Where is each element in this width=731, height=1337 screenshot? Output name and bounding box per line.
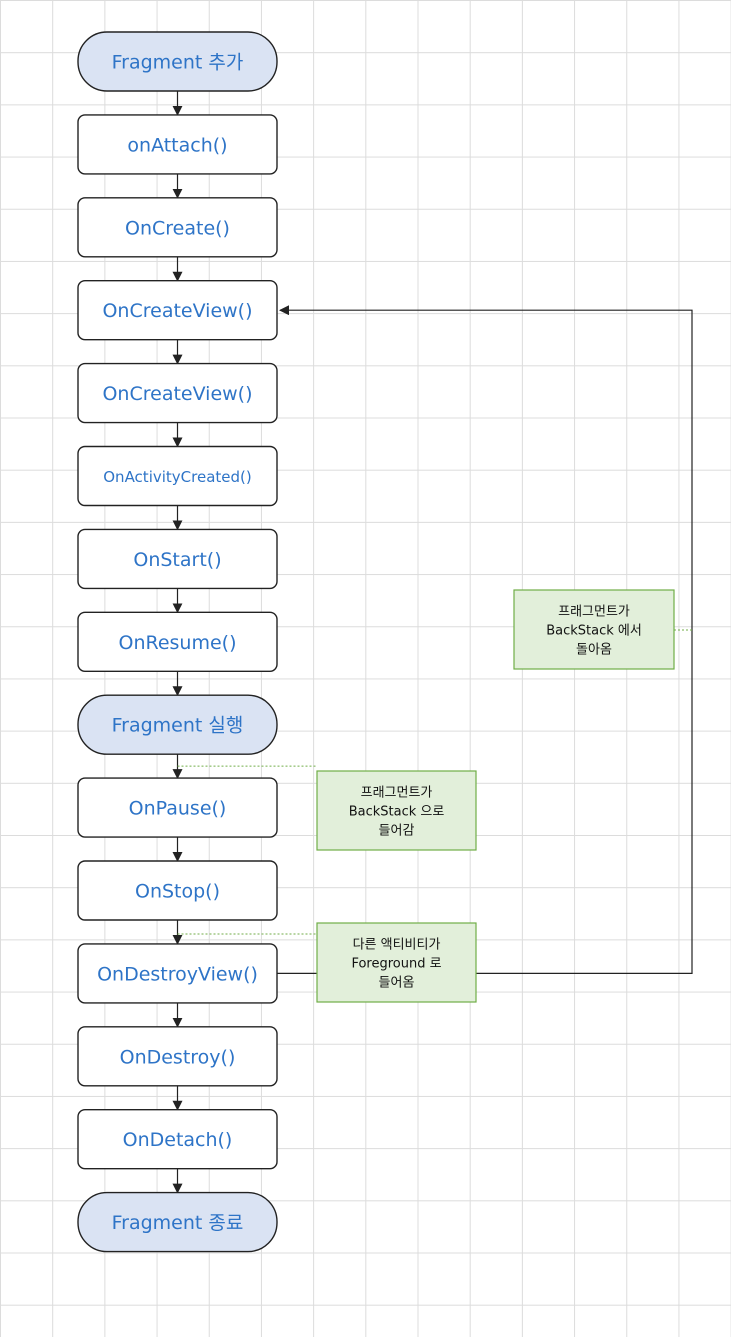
node-on-stop: OnStop() [77, 860, 278, 921]
note-line: 프래그먼트가 [361, 786, 433, 801]
terminal-shape [77, 1191, 278, 1253]
note-line: 돌아옴 [576, 643, 612, 658]
note-line: 들어옴 [379, 976, 415, 991]
node-label: OnResume() [119, 632, 237, 654]
terminal-shape [77, 31, 278, 92]
process-box [77, 528, 278, 590]
process-box [77, 1108, 278, 1170]
lifecycle-nodes: Fragment 추가 onAttach() OnCreate() OnCreateV… [77, 31, 278, 1253]
process-box [77, 197, 278, 258]
node-on-create: OnCreate() [77, 197, 278, 258]
node-label: OnCreate() [125, 217, 230, 239]
note-line: 다른 액티비티가 [353, 938, 441, 953]
node-label: OnActivityCreated() [103, 468, 251, 486]
node-label: onAttach() [127, 134, 227, 156]
node-start: Fragment 추가 [77, 31, 278, 92]
process-box [77, 860, 278, 921]
node-label: Fragment 실행 [112, 715, 244, 737]
node-label: Fragment 추가 [112, 52, 244, 74]
note-box [513, 589, 675, 670]
note-box [316, 922, 477, 1003]
node-label: OnPause() [129, 798, 227, 820]
node-on-resume: OnResume() [77, 611, 278, 672]
loop-back-connector [277, 305, 693, 975]
node-end: Fragment 종료 [77, 1191, 278, 1253]
process-box [77, 362, 278, 424]
node-on-start: OnStart() [77, 528, 278, 590]
note-line: BackStack 에서 [546, 624, 642, 639]
node-on-create-view-2: OnCreateView() [77, 362, 278, 424]
process-box [77, 114, 278, 175]
note-line: 들어감 [379, 824, 415, 839]
node-label: OnCreateView() [102, 300, 252, 322]
process-box [77, 777, 278, 838]
note-line: BackStack 으로 [349, 805, 445, 820]
process-box [77, 943, 278, 1004]
process-box [77, 611, 278, 672]
node-label: OnDestroy() [120, 1046, 236, 1068]
node-on-destroy: OnDestroy() [77, 1026, 278, 1087]
node-label: Fragment 종료 [112, 1212, 244, 1234]
note-box [316, 770, 477, 851]
node-on-activity-created: OnActivityCreated() [77, 445, 278, 507]
node-on-attach: onAttach() [77, 114, 278, 175]
process-box [77, 445, 278, 507]
node-label: OnCreateView() [102, 383, 252, 405]
node-on-create-view-1: OnCreateView() [77, 280, 278, 341]
connectors [172, 91, 693, 1194]
terminal-shape [77, 694, 278, 755]
node-on-pause: OnPause() [77, 777, 278, 838]
node-on-detach: OnDetach() [77, 1108, 278, 1170]
node-label: OnDetach() [123, 1129, 233, 1151]
process-box [77, 280, 278, 341]
node-running: Fragment 실행 [77, 694, 278, 755]
node-on-destroy-view: OnDestroyView() [77, 943, 278, 1004]
node-label: OnStop() [135, 881, 220, 903]
node-label: OnDestroyView() [97, 963, 258, 985]
note-line: Foreground 로 [351, 957, 441, 972]
process-box [77, 1026, 278, 1087]
node-label: OnStart() [133, 549, 221, 571]
note-line: 프래그먼트가 [558, 605, 630, 620]
